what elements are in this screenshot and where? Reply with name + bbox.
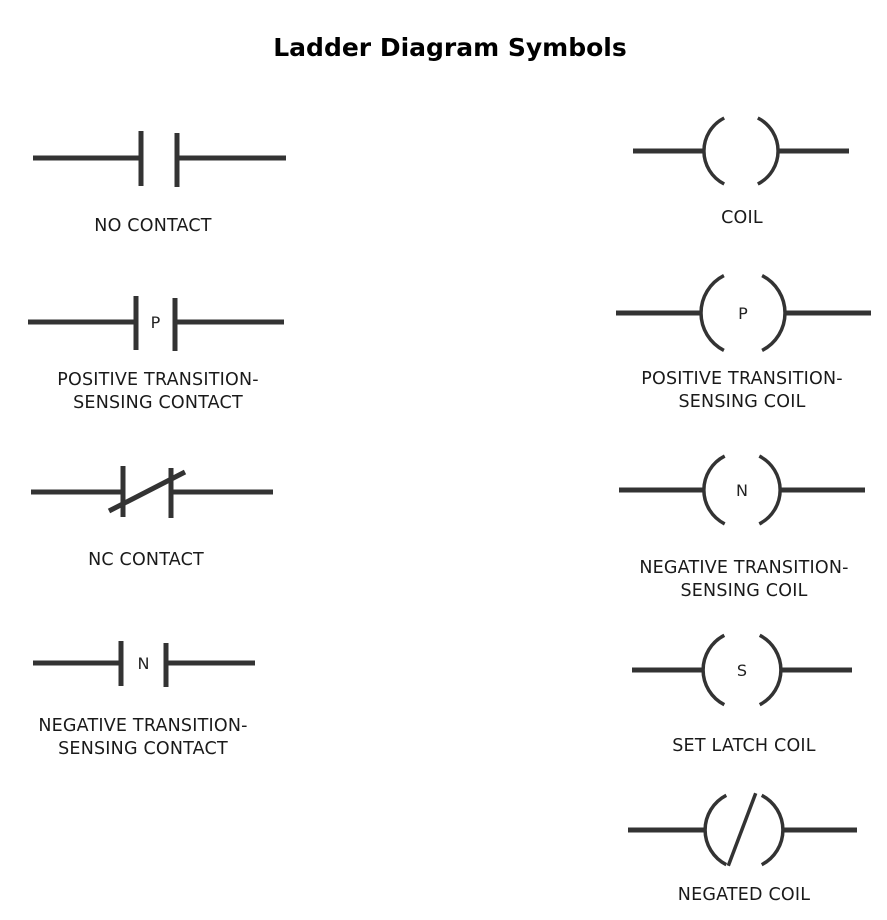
symbol-label: POSITIVE TRANSITION- bbox=[57, 370, 259, 390]
symbol-label: NEGATIVE TRANSITION- bbox=[38, 716, 247, 736]
symbol-label: NO CONTACT bbox=[94, 216, 212, 236]
symbol-label: NEGATED COIL bbox=[678, 885, 810, 905]
coil-inner-letter: N bbox=[736, 481, 748, 500]
negative-transition-coil-symbol: N NEGATIVE TRANSITION- SENSING COIL bbox=[619, 454, 865, 601]
coil-left-arc bbox=[702, 116, 726, 186]
nc-slash bbox=[107, 469, 187, 514]
symbol-label: NC CONTACT bbox=[88, 550, 204, 570]
symbol-label: SENSING COIL bbox=[678, 392, 805, 412]
symbol-label: NEGATIVE TRANSITION- bbox=[639, 558, 848, 578]
symbol-label: SET LATCH COIL bbox=[672, 736, 816, 756]
symbol-label: SENSING CONTACT bbox=[73, 393, 243, 413]
coil-left-arc bbox=[701, 633, 726, 707]
coil-right-arc bbox=[761, 274, 787, 352]
positive-transition-coil-symbol: P POSITIVE TRANSITION- SENSING COIL bbox=[616, 274, 871, 412]
coil-inner-letter: P bbox=[738, 304, 748, 323]
coil-symbol: COIL bbox=[633, 116, 849, 228]
negation-slash bbox=[726, 792, 758, 867]
set-latch-coil-symbol: S SET LATCH COIL bbox=[632, 633, 852, 756]
symbol-label: COIL bbox=[721, 208, 763, 228]
no-contact-symbol: NO CONTACT bbox=[33, 131, 286, 236]
coil-right-arc bbox=[756, 116, 780, 186]
symbol-label: SENSING COIL bbox=[680, 581, 807, 601]
coil-left-arc bbox=[702, 454, 726, 526]
diagram-title: Ladder Diagram Symbols bbox=[273, 33, 627, 62]
coil-right-arc bbox=[760, 793, 785, 867]
symbol-label: SENSING CONTACT bbox=[58, 739, 228, 759]
negative-transition-contact-symbol: N NEGATIVE TRANSITION- SENSING CONTACT bbox=[33, 641, 255, 759]
symbol-label: POSITIVE TRANSITION- bbox=[641, 369, 843, 389]
coil-inner-letter: S bbox=[737, 661, 747, 680]
contact-inner-letter: P bbox=[151, 313, 161, 332]
coil-right-arc bbox=[758, 454, 782, 526]
coil-right-arc bbox=[758, 633, 783, 707]
contact-inner-letter: N bbox=[138, 654, 150, 673]
coil-left-arc bbox=[699, 274, 725, 352]
negated-coil-symbol: NEGATED COIL bbox=[628, 792, 857, 905]
coil-left-arc bbox=[703, 793, 728, 867]
nc-contact-symbol: NC CONTACT bbox=[31, 466, 273, 570]
positive-transition-contact-symbol: P POSITIVE TRANSITION- SENSING CONTACT bbox=[28, 296, 284, 413]
